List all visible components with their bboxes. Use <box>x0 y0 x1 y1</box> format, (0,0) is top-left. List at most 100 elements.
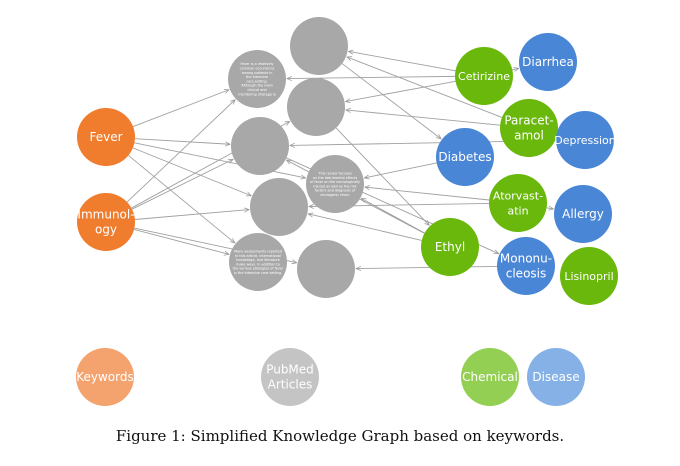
edge-fever-to-abstract_3 <box>128 155 234 243</box>
node-label: Depression <box>554 134 616 147</box>
node-circle <box>297 240 355 298</box>
node-circle <box>77 193 135 251</box>
legend-swatch <box>261 348 319 406</box>
node-label: Paracet- <box>504 114 553 128</box>
node-a-top <box>290 17 348 75</box>
node-label: ogy <box>95 223 117 237</box>
node-lisinopril: Lisinopril <box>560 247 618 305</box>
edge-immunology-to-a_mid2 <box>131 159 233 210</box>
legend-keywords: Keywords <box>76 348 134 406</box>
legend-disease: Disease <box>527 348 585 406</box>
node-mononucleosis: Mononu-cleosis <box>497 237 555 295</box>
edge-atorvastatin-to-abstract_2 <box>365 187 490 201</box>
legend-swatch <box>461 348 519 406</box>
legend-label: Keywords <box>76 370 134 384</box>
node-label: Atorvast- <box>493 190 543 203</box>
node-circle <box>229 233 287 291</box>
node-circle <box>228 50 286 108</box>
legend-label: Articles <box>268 378 313 392</box>
node-fever: Fever <box>77 108 135 166</box>
node-circle <box>436 128 494 186</box>
node-a-mid2 <box>231 117 289 175</box>
node-circle <box>560 247 618 305</box>
edge-cetirizine-to-diarrhea <box>512 68 518 69</box>
node-label: Mononu- <box>500 252 552 266</box>
node-circle <box>489 174 547 232</box>
node-circle <box>500 99 558 157</box>
abstract-line: neurogenic fever. <box>320 193 350 197</box>
node-label: Allergy <box>562 207 604 221</box>
node-label: cleosis <box>506 267 547 281</box>
legend-swatch <box>527 348 585 406</box>
node-circle <box>421 218 479 276</box>
edge-immunology-to-abstract_3 <box>133 228 229 254</box>
abstract-line: among patients in <box>242 71 273 75</box>
node-circle <box>306 155 364 213</box>
edge-ethyl-to-a_mid3 <box>308 214 422 241</box>
legend-label: PubMed <box>266 363 314 377</box>
abstract-line: make ways. In addition to <box>236 262 280 266</box>
node-a-mid3 <box>250 178 308 236</box>
node-diabetes: Diabetes <box>436 128 494 186</box>
legend-swatch <box>76 348 134 406</box>
abstract-line: Many assessments reported <box>234 249 282 253</box>
edge-fever-to-a_mid2 <box>134 138 230 145</box>
node-circle <box>497 237 555 295</box>
node-immunology: Immunol-ogy <box>77 193 135 251</box>
node-ethyl: Ethyl <box>421 218 479 276</box>
node-circle <box>290 17 348 75</box>
node-paracetamol: Paracet-amol <box>500 99 558 157</box>
abstract-line: Although the main <box>241 84 272 88</box>
edge-a_mid1-to-ethyl <box>335 127 429 225</box>
abstract-line: the intensive <box>246 75 268 79</box>
node-label: atin <box>507 205 528 218</box>
node-circle <box>519 33 577 91</box>
node-a-bot <box>297 240 355 298</box>
edge-immunology-to-a_mid3 <box>134 210 249 220</box>
node-label: Fever <box>89 130 122 144</box>
node-label: Ethyl <box>435 240 465 254</box>
node-a-mid1 <box>287 78 345 136</box>
node-circle <box>250 178 308 236</box>
node-allergy: Allergy <box>554 185 612 243</box>
edge-ethyl-to-abstract_2 <box>361 198 425 234</box>
abstract-line: of fever on the neurologically <box>310 180 360 184</box>
edge-fever-to-abstract_1 <box>132 90 229 128</box>
node-label: Diabetes <box>438 150 491 164</box>
abstract-line: on the detrimental effects <box>313 176 358 180</box>
abstract-line: care setting. <box>246 79 267 83</box>
abstract-line: the various etiologies of fever <box>233 267 284 271</box>
legend-label: Chemical <box>462 370 518 384</box>
edge-atorvastatin-to-allergy <box>546 208 554 209</box>
edge-paracetamol-to-a_mid1 <box>346 110 501 126</box>
node-depression: Depression <box>554 111 616 169</box>
abstract-line: knowledge, and literature <box>236 258 280 262</box>
edge-fever-to-abstract_2 <box>134 142 305 178</box>
abstract-line: Fever is a relatively <box>240 62 273 66</box>
abstract-line: monitoring strategy is <box>238 92 276 96</box>
edge-fever-to-a_mid3 <box>132 147 251 196</box>
edge-cetirizine-to-a_mid1 <box>346 80 456 101</box>
node-atorvastatin: Atorvast-atin <box>489 174 547 232</box>
abstract-line: This review focuses <box>317 171 351 175</box>
legend-chemical: Chemical <box>461 348 519 406</box>
abstract-line: common occurrence <box>240 66 275 70</box>
abstract-line: in the intensive care setting. <box>234 271 283 275</box>
abstract-line: in this article, international <box>235 254 281 258</box>
node-label: Cetirizine <box>458 70 510 83</box>
node-label: Lisinopril <box>564 270 613 283</box>
edge-immunology-to-abstract_1 <box>126 100 235 203</box>
node-cetirizine: Cetirizine <box>455 47 513 105</box>
edge-diabetes-to-abstract_2 <box>364 162 437 178</box>
edge-mononucleosis-to-a_bot <box>356 266 498 268</box>
abstract-line: clinical and <box>247 88 266 92</box>
node-circle <box>554 185 612 243</box>
abstract-line: factors and diagnosis of <box>315 189 356 193</box>
